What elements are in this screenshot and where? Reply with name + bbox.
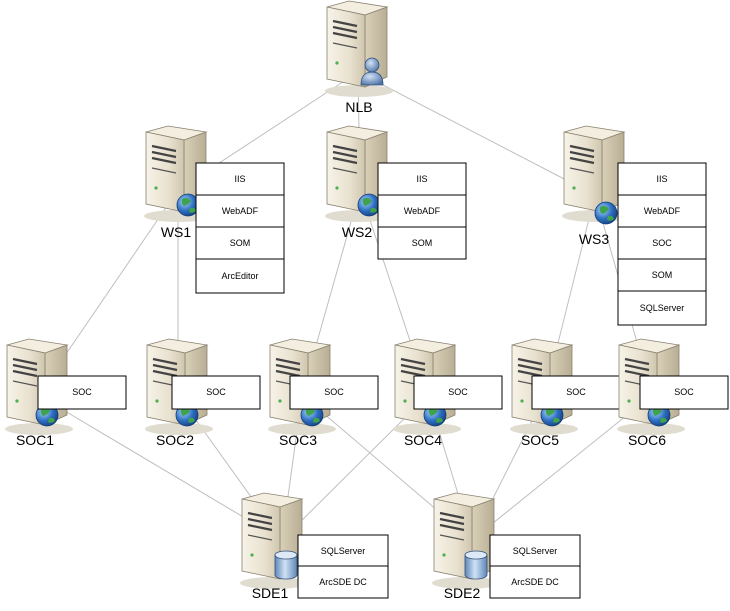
service-label: SOM	[652, 270, 673, 280]
service-label: WebADF	[644, 206, 681, 216]
server-label: WS2	[342, 224, 373, 240]
service-box-soc4: SOC	[413, 375, 503, 410]
server-label: NLB	[345, 99, 372, 115]
service-label: SQLServer	[513, 546, 558, 556]
server-nlb[interactable]: NLB	[325, 0, 393, 115]
service-box-soc6: SOC	[639, 375, 729, 410]
server-label: SOC3	[279, 432, 317, 448]
server-label: SDE2	[444, 585, 481, 601]
service-box-ws1: IIS WebADF SOM ArcEditor	[195, 162, 285, 294]
service-label: SOM	[230, 238, 251, 248]
server-sde2[interactable]: SDE2	[432, 492, 500, 601]
server-icon	[325, 0, 393, 97]
globe-icon	[594, 201, 618, 225]
service-label: ArcSDE DC	[511, 577, 559, 587]
service-label: SOC	[324, 387, 344, 397]
connector-soc1-sde1	[37, 394, 283, 541]
server-label: SOC6	[628, 432, 666, 448]
server-label: SOC2	[156, 432, 194, 448]
connector-soc6-sde2	[471, 394, 653, 541]
service-box-ws2: IIS WebADF SOM	[377, 162, 467, 260]
service-label: IIS	[656, 174, 667, 184]
service-label: WebADF	[222, 206, 259, 216]
globe-icon	[357, 193, 381, 217]
service-label: SOM	[412, 238, 433, 248]
service-label: SQLServer	[640, 303, 685, 313]
service-label: SOC	[674, 387, 694, 397]
service-label: SQLServer	[321, 546, 366, 556]
server-label: WS1	[161, 224, 192, 240]
service-box-sde1: SQLServer ArcSDE DC	[297, 534, 389, 599]
server-sde1[interactable]: SDE1	[240, 492, 308, 601]
server-label: SDE1	[252, 585, 289, 601]
service-label: IIS	[416, 174, 427, 184]
service-box-sde2: SQLServer ArcSDE DC	[489, 534, 581, 599]
database-icon	[464, 550, 488, 580]
server-icon	[562, 125, 630, 222]
service-label: IIS	[234, 174, 245, 184]
server-label: WS3	[579, 231, 610, 247]
service-label: ArcSDE DC	[319, 577, 367, 587]
service-box-ws3: IIS WebADF SOC SOM SQLServer	[617, 162, 707, 326]
server-label: SOC4	[404, 432, 442, 448]
server-label: SOC5	[521, 432, 559, 448]
service-box-soc5: SOC	[531, 375, 621, 410]
service-label: ArcEditor	[221, 271, 258, 281]
connector-nlb-ws3	[357, 71, 596, 196]
service-box-soc2: SOC	[171, 375, 261, 410]
service-box-soc3: SOC	[289, 375, 379, 410]
service-label: SOC	[652, 238, 672, 248]
server-label: SOC1	[16, 432, 54, 448]
service-box-soc1: SOC	[37, 375, 127, 410]
server-ws3[interactable]: WS3	[562, 125, 630, 247]
service-label: SOC	[448, 387, 468, 397]
database-icon	[274, 550, 298, 580]
service-label: WebADF	[404, 206, 441, 216]
service-label: SOC	[72, 387, 92, 397]
user-icon	[360, 57, 384, 86]
service-label: SOC	[566, 387, 586, 397]
service-label: SOC	[206, 387, 226, 397]
